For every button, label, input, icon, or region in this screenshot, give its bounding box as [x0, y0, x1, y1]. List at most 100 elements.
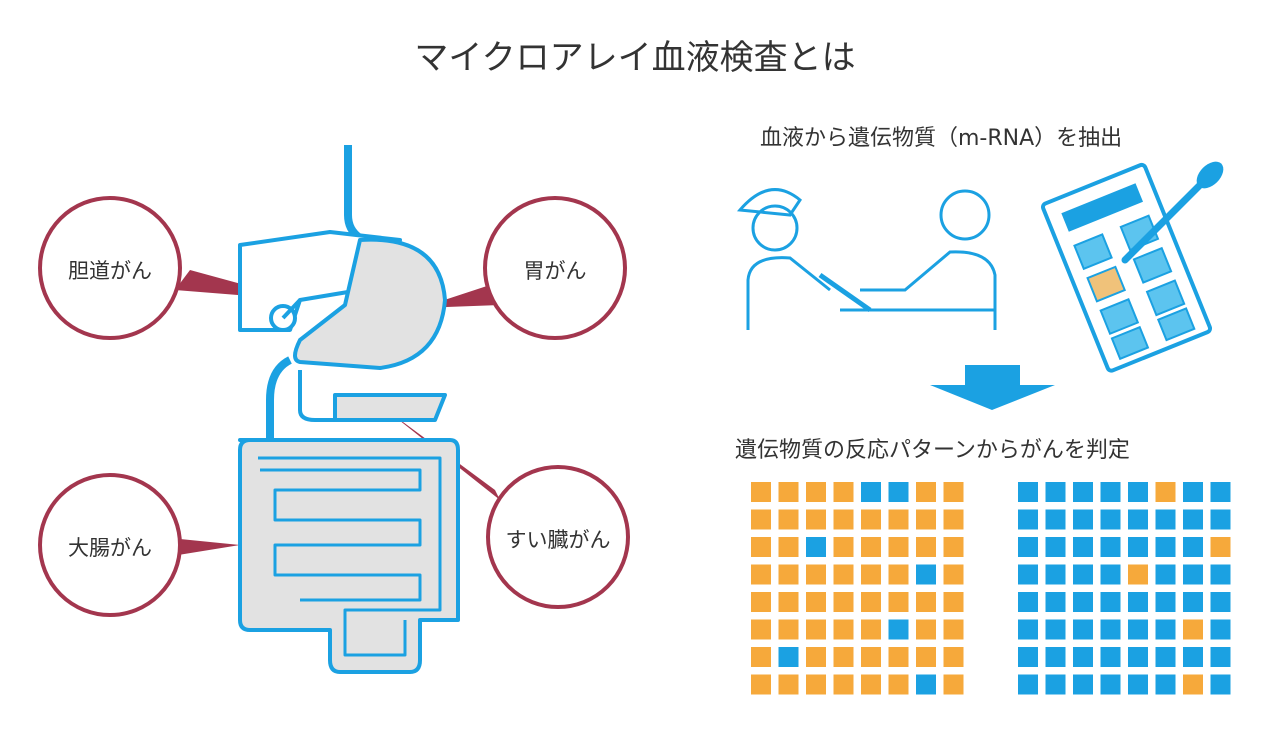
grid-cell: [778, 619, 799, 640]
grid-cell: [1018, 619, 1038, 640]
grid-cell: [1018, 592, 1038, 612]
grid-cell: [1183, 647, 1203, 667]
grid-cell: [1210, 592, 1231, 612]
grid-cell: [861, 509, 881, 530]
grid-cell: [1183, 592, 1203, 612]
grid-cell: [1128, 482, 1148, 502]
grid-cell: [861, 674, 881, 695]
grid-cell: [833, 564, 854, 585]
grid-cell: [751, 537, 771, 557]
blood-draw-scene: [736, 188, 997, 330]
right-pattern-grid: [1018, 482, 1231, 695]
grid-cell: [1045, 509, 1066, 530]
grid-cell: [833, 509, 854, 530]
grid-cell: [1128, 647, 1148, 667]
grid-cell: [1183, 537, 1203, 557]
grid-cell: [806, 619, 826, 640]
grid-cell: [861, 564, 881, 585]
grid-cell: [1073, 674, 1093, 695]
grid-cell: [1073, 647, 1093, 667]
callout-circles: [38, 196, 630, 617]
grid-cell: [1155, 509, 1176, 530]
grid-cell: [751, 647, 771, 667]
grid-cell: [1128, 592, 1148, 612]
grid-cell: [1210, 564, 1231, 585]
grid-cell: [1045, 564, 1066, 585]
grid-cell: [1128, 674, 1148, 695]
grid-cell: [861, 647, 881, 667]
grid-cell: [833, 537, 854, 557]
grid-cell: [806, 482, 826, 502]
grid-cell: [1210, 674, 1231, 695]
grid-cell: [1100, 509, 1121, 530]
grid-cell: [833, 647, 854, 667]
grid-cell: [1045, 647, 1066, 667]
grid-cell: [751, 564, 771, 585]
grid-cell: [888, 592, 909, 612]
grid-cell: [778, 674, 799, 695]
grid-cell: [806, 537, 826, 557]
grid-cell: [916, 619, 936, 640]
grid-cell: [1018, 537, 1038, 557]
grid-cell: [916, 592, 936, 612]
grid-cell: [1183, 619, 1203, 640]
label-biliary-cancer: 胆道がん: [68, 259, 152, 283]
grid-cell: [751, 619, 771, 640]
left-pattern-grid: [751, 482, 964, 695]
step1-caption: 血液から遺伝物質（m-RNA）を抽出: [760, 126, 1123, 151]
grid-cell: [1073, 619, 1093, 640]
grid-cell: [833, 482, 854, 502]
grid-cell: [943, 564, 964, 585]
grid-cell: [1018, 674, 1038, 695]
grid-cell: [1128, 509, 1148, 530]
grid-cell: [806, 647, 826, 667]
grid-cell: [1155, 482, 1176, 502]
grid-cell: [1018, 509, 1038, 530]
grid-cell: [833, 674, 854, 695]
grid-cell: [888, 564, 909, 585]
grid-cell: [1183, 674, 1203, 695]
grid-cell: [916, 537, 936, 557]
grid-cell: [888, 482, 909, 502]
grid-cell: [888, 509, 909, 530]
grid-cell: [1073, 564, 1093, 585]
microarray-chip: [1041, 161, 1224, 373]
grid-cell: [888, 674, 909, 695]
colon: [238, 438, 460, 674]
grid-cell: [1100, 647, 1121, 667]
grid-cell: [833, 619, 854, 640]
grid-cell: [1128, 537, 1148, 557]
grid-cell: [778, 509, 799, 530]
grid-cell: [1073, 592, 1093, 612]
stomach: [293, 237, 447, 370]
grid-cell: [943, 537, 964, 557]
grid-cell: [1045, 619, 1066, 640]
grid-cell: [1155, 592, 1176, 612]
grid-cell: [1045, 537, 1066, 557]
down-arrow-icon: [930, 365, 1055, 410]
grid-cell: [1018, 564, 1038, 585]
label-pancreas-cancer: すい臓がん: [505, 528, 611, 552]
grid-cell: [1073, 537, 1093, 557]
grid-cell: [943, 592, 964, 612]
grid-cell: [1100, 564, 1121, 585]
grid-cell: [806, 674, 826, 695]
pancreas: [333, 393, 447, 422]
grid-cell: [1183, 564, 1203, 585]
label-colon-cancer: 大腸がん: [68, 536, 152, 560]
grid-cell: [916, 509, 936, 530]
grid-cell: [806, 509, 826, 530]
grid-cell: [888, 647, 909, 667]
grid-cell: [833, 592, 854, 612]
grid-cell: [778, 482, 799, 502]
grid-cell: [1100, 537, 1121, 557]
grid-cell: [751, 592, 771, 612]
grid-cell: [751, 674, 771, 695]
grid-cell: [1210, 647, 1231, 667]
grid-cell: [916, 564, 936, 585]
grid-cell: [943, 509, 964, 530]
grid-cell: [778, 537, 799, 557]
grid-cell: [1100, 674, 1121, 695]
label-stomach-cancer: 胃がん: [523, 259, 587, 283]
grid-cell: [1210, 619, 1231, 640]
